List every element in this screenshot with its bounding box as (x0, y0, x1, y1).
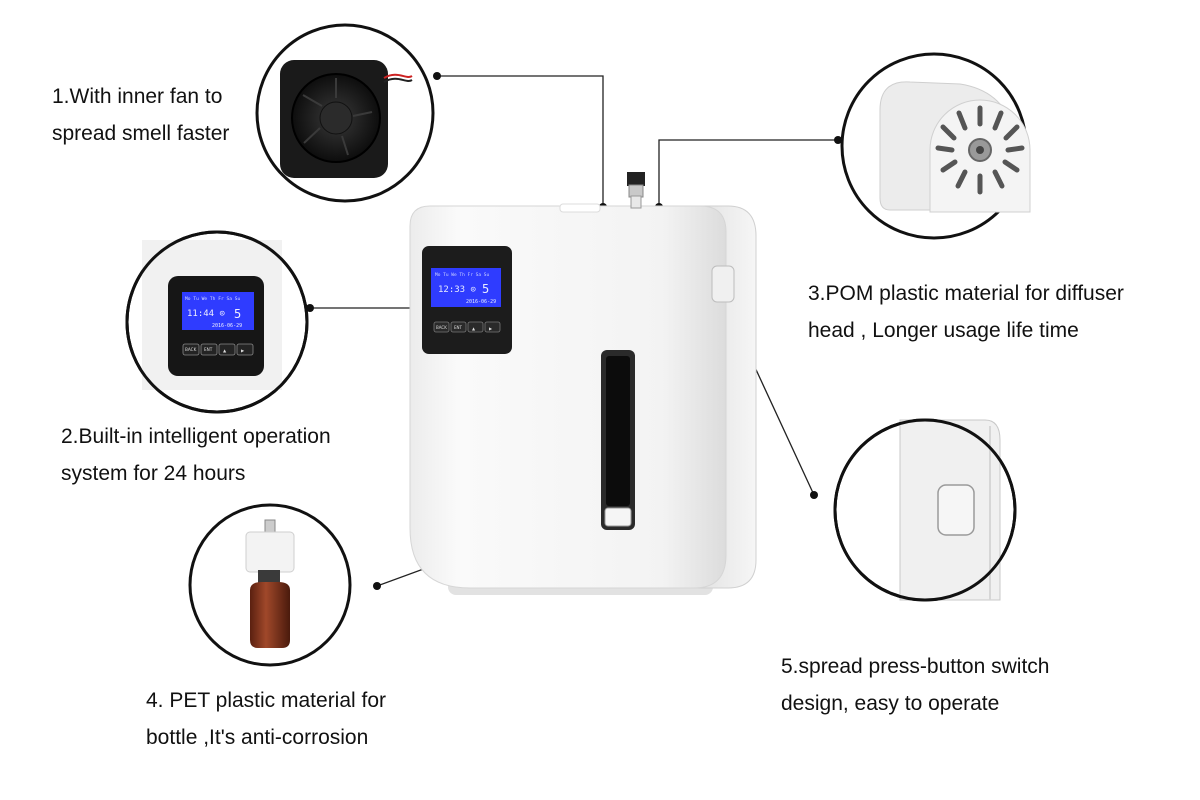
level-window (601, 350, 635, 530)
side-button-icon (711, 265, 735, 303)
diffuser-head-icon (879, 81, 1031, 213)
feature-caption-4: 4. PET plastic material for bottle ,It's… (146, 689, 387, 749)
svg-text:2016-06-29: 2016-06-29 (212, 323, 242, 329)
svg-text:▶: ▶ (241, 348, 245, 353)
switch-detail-circle (833, 418, 1017, 602)
bottle-detail-circle (188, 503, 352, 667)
panel-date: 2016-06-29 (466, 299, 496, 305)
fan-detail-circle (255, 23, 435, 203)
feature-caption-5: 5.spread press-button switch design, eas… (781, 655, 1050, 715)
svg-text:5: 5 (234, 307, 241, 321)
svg-text:▲: ▲ (472, 326, 476, 331)
feature-caption-2: 2.Built-in intelligent operation system … (61, 425, 331, 485)
svg-text:BACK: BACK (185, 347, 197, 352)
panel-detail-circle: Mo Tu We Th Fr Sa Su 11:44 ⊙ 5 2016-06-2… (125, 230, 309, 414)
svg-text:Mo Tu We Th Fr Sa Su: Mo Tu We Th Fr Sa Su (185, 296, 241, 302)
svg-text:ENT: ENT (204, 347, 213, 352)
svg-text:11:44 ⊙: 11:44 ⊙ (187, 309, 225, 319)
leader-line-3 (658, 139, 838, 207)
feature-caption-1: 1.With inner fan to spread smell faster (52, 85, 230, 145)
leader-dot (834, 136, 842, 144)
diffuser-device: Mo Tu We Th Fr Sa Su 12:33 ⊙ 5 2016-06-2… (409, 172, 757, 595)
svg-text:BACK: BACK (436, 325, 447, 330)
fan-icon (280, 60, 413, 178)
panel-value: 5 (482, 282, 489, 296)
nozzle-icon (627, 172, 645, 209)
svg-text:ENT: ENT (454, 325, 463, 330)
panel-weekdays: Mo Tu We Th Fr Sa Su (435, 272, 489, 278)
leader-dot (810, 491, 818, 499)
control-panel: Mo Tu We Th Fr Sa Su 12:33 ⊙ 5 2016-06-2… (422, 246, 512, 354)
svg-text:▶: ▶ (489, 326, 493, 331)
panel-time: 12:33 ⊙ (438, 285, 476, 295)
press-button-icon (937, 484, 975, 536)
feature-caption-3: 3.POM plastic material for diffuser head… (808, 282, 1124, 342)
bottle-icon (245, 519, 295, 648)
svg-text:▲: ▲ (223, 348, 227, 353)
leader-dot (373, 582, 381, 590)
leader-dot (306, 304, 314, 312)
diffuser-head-circle (840, 52, 1031, 240)
leader-line-1 (437, 75, 604, 207)
leader-dot (433, 72, 441, 80)
